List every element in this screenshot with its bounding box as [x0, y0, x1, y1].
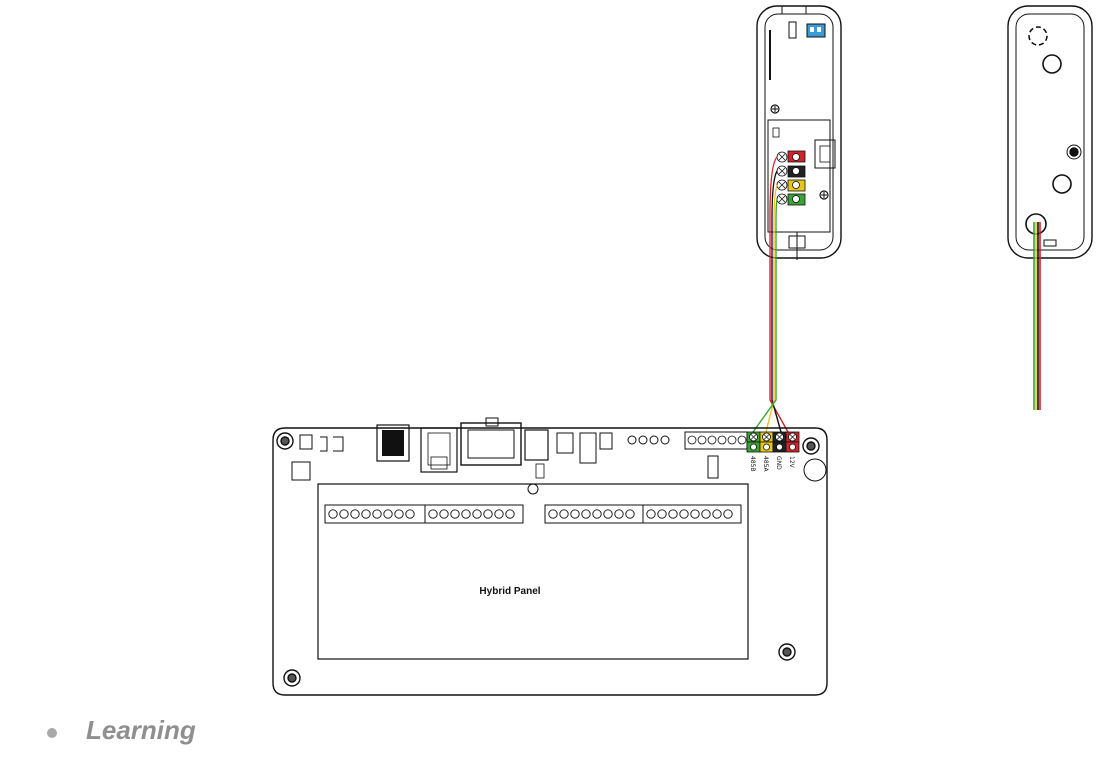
device-terminal-block [776, 150, 806, 206]
terminal-strip-row [324, 504, 742, 524]
device-internal-wires [769, 156, 778, 260]
panel-bus-connector [746, 431, 800, 453]
terminal-label-12v: 12V [788, 456, 795, 469]
terminal-label-485a: 485A [762, 456, 769, 472]
device-front-open [756, 5, 842, 260]
screw [819, 190, 829, 200]
terminal-labels: 485B 485A GND 12V [749, 456, 795, 472]
dip-switch [806, 23, 826, 38]
device-back [1007, 5, 1093, 259]
terminal-label-485b: 485B [749, 456, 756, 472]
cable-to-panel [752, 260, 789, 433]
hybrid-panel-board [272, 417, 828, 696]
screw [770, 104, 780, 114]
section-title: Learning [86, 715, 196, 745]
device-back-cable [1033, 222, 1041, 410]
panel-label: Hybrid Panel [479, 586, 541, 597]
terminal-label-gnd: GND [775, 456, 782, 470]
bullet-icon [47, 728, 57, 738]
